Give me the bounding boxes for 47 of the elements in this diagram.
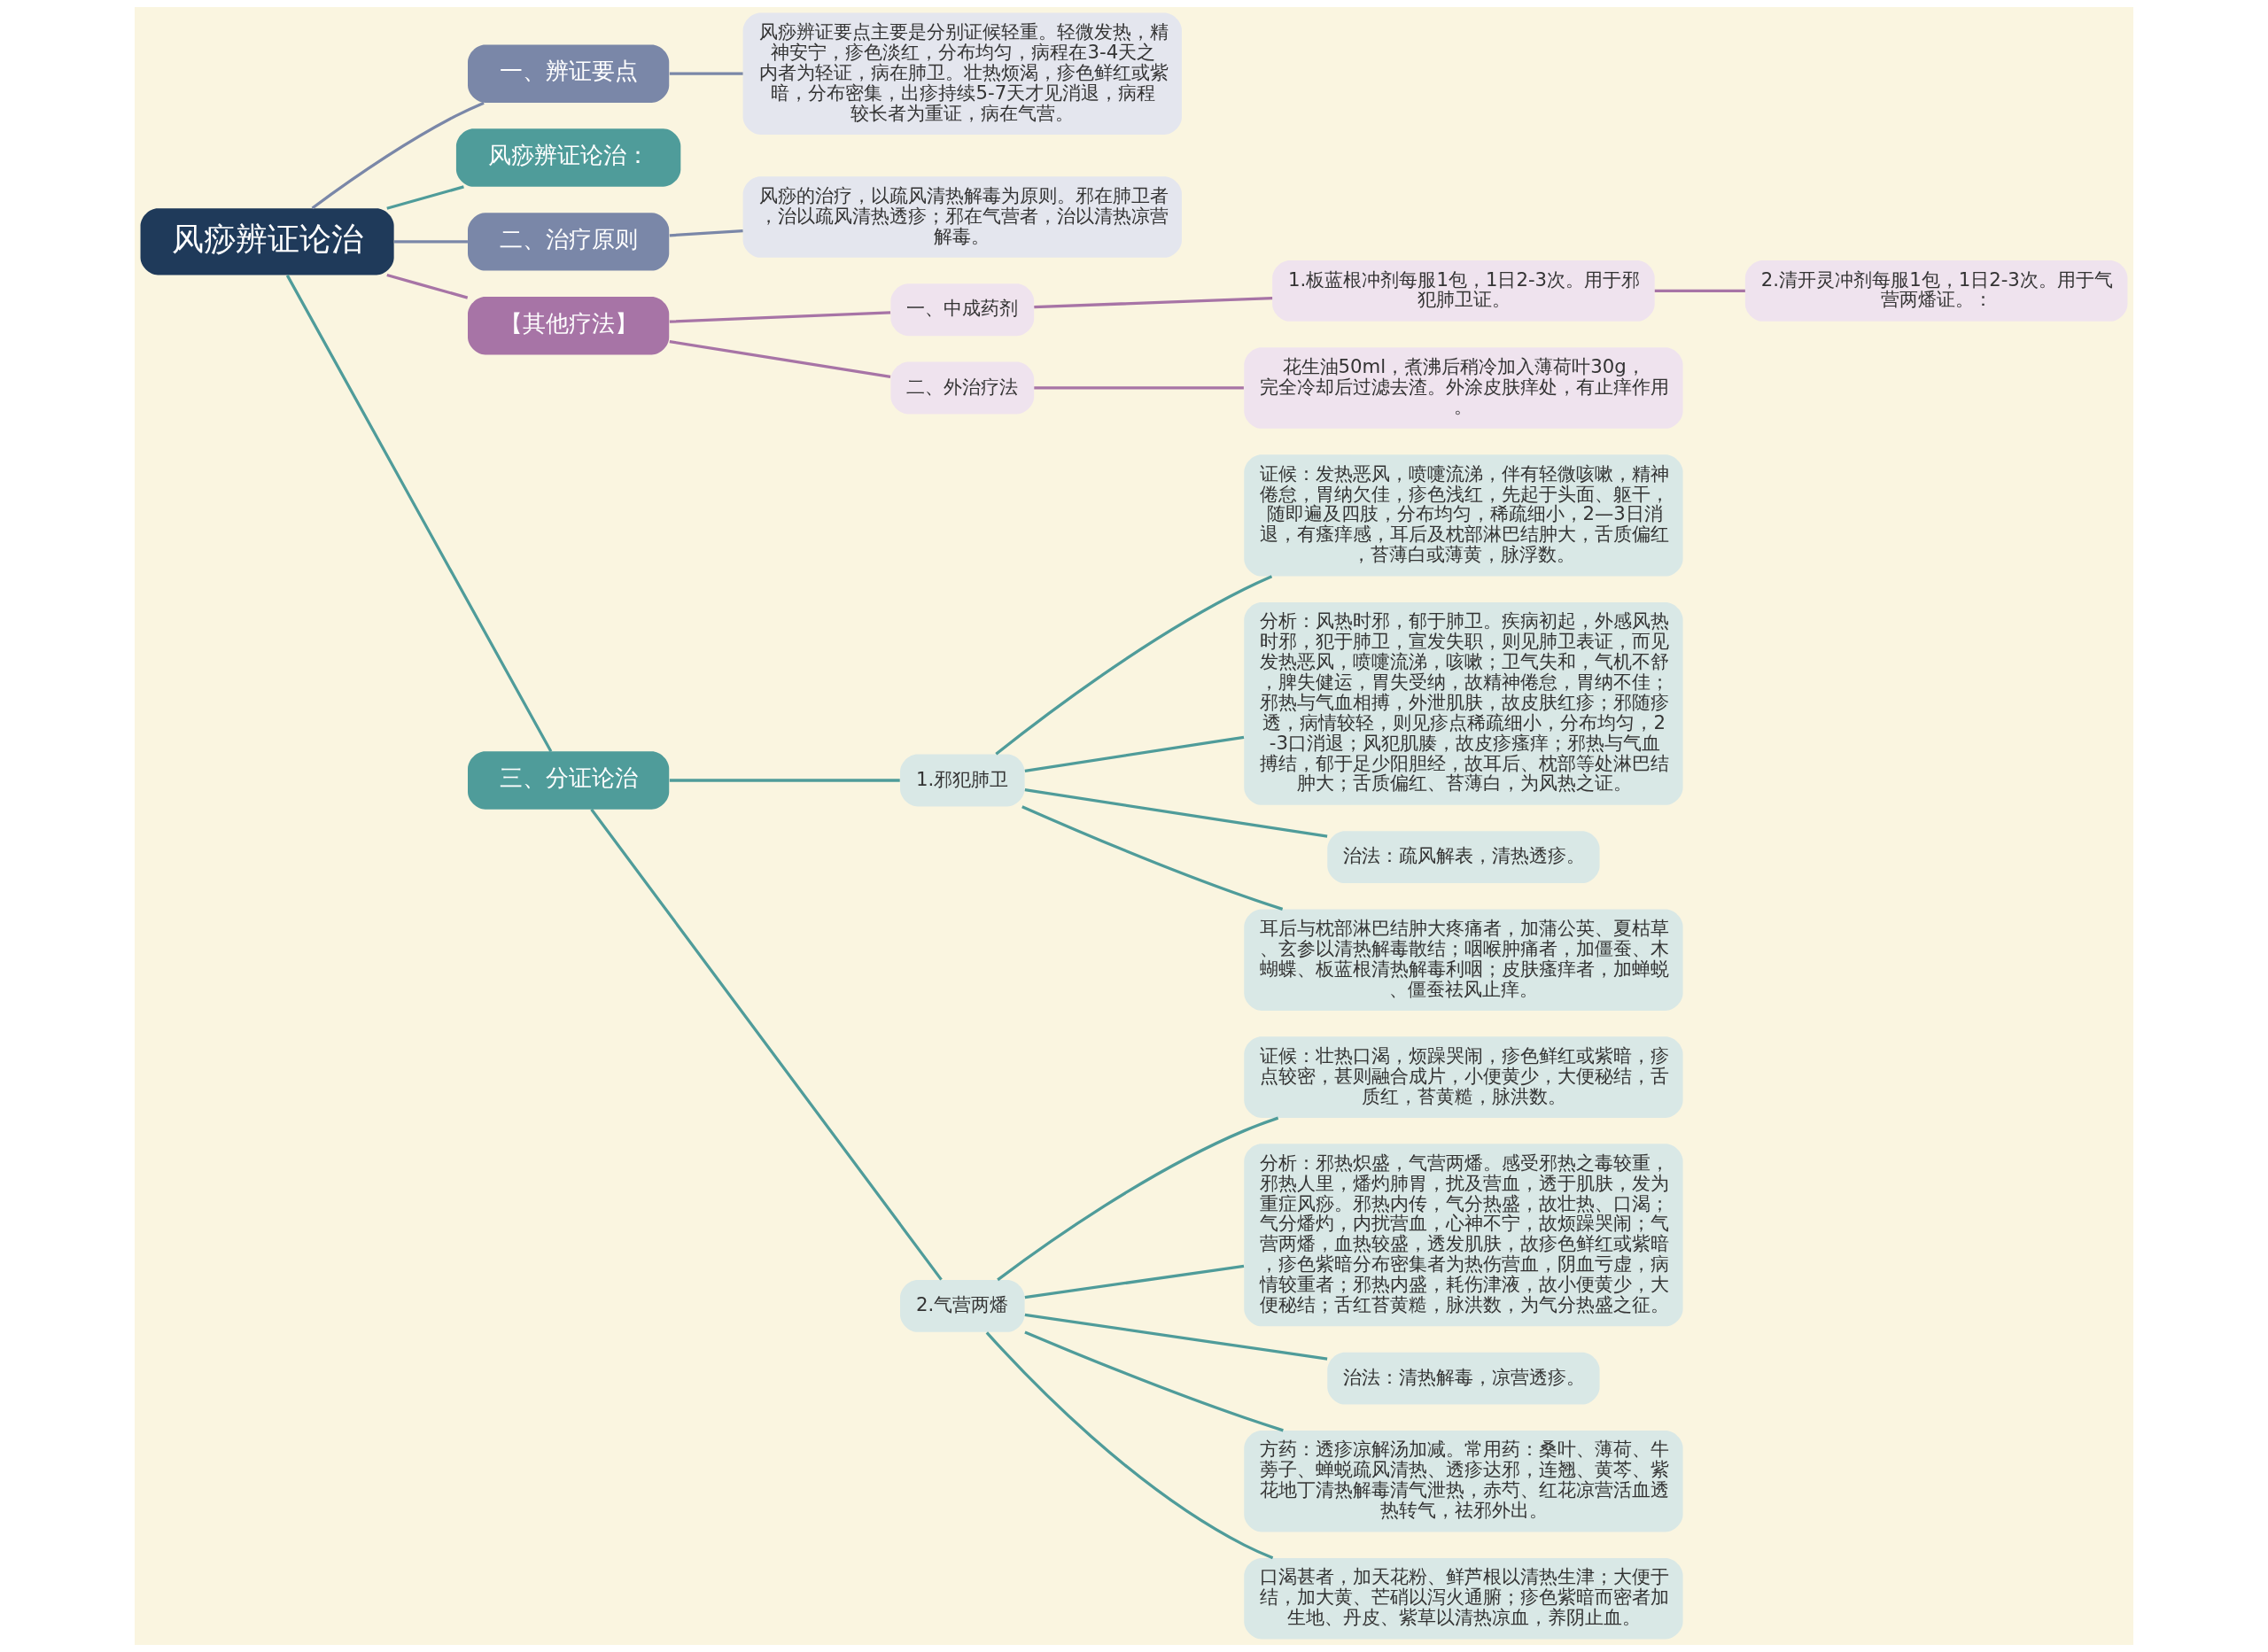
node-box: 分析：邪热炽盛，气营两燔。感受邪热之毒较重，邪热人里，燔灼肺胃，扰及营血，透于肌肤，发为重症风痧。邪热内传，气分热盛，故壮热、口渴；气分燔灼，内扰营血，心神不宁，故烦躁哭闹；气营两燔，血热较盛，透发肌肤，故疹色鲜红或紫暗，疹色紫暗分布密集者为热伤营血，阴血亏虚，病情较重者；邪热内盛，耗伤津液，故小便黄少，大便秘结；舌红苔黄糙，脉洪数，为气分热盛之征。: [1244, 1144, 1683, 1327]
node-box: 耳后与枕部淋巴结肿大疼痛者，加蒲公英、夏枯草、玄参以清热解毒散结；咽喉肿痛者，加僵蚕、木蝴蝶、板蓝根清热解毒利咽；皮肤瘙痒者，加蝉蜕、僵蚕祛风止痒。: [1244, 909, 1683, 1011]
node-box: 1.板蓝根冲剂每服1包，1日2-3次。用于邪犯肺卫证。: [1272, 260, 1655, 322]
connector: [1024, 735, 1245, 772]
node-box: 二、外治疗法: [890, 361, 1035, 415]
node-box: 二、治疗原则: [468, 213, 670, 271]
node-box: 一、辨证要点: [468, 44, 670, 103]
node-box: 风痧辨证论治: [140, 208, 394, 275]
connector: [1021, 805, 1284, 911]
node-box: 风痧辨证要点主要是分别证候轻重。轻微发热，精神安宁，疹色淡红，分布均匀，病程在3-4天之内者为轻证，病在肺卫。壮热烦渴，疹色鲜红或紫暗，分布密集，出疹持续5-7天才见消退，病程较长者为重证，病在气营。: [742, 12, 1182, 135]
node-box: 口渴甚者，加天花粉、鲜芦根以清热生津；大便于结，加大黄、芒硝以泻火通腑；疹色紫暗而密者加生地、丹皮、紫草以清热凉血，养阴止血。: [1244, 1557, 1683, 1640]
connector: [394, 240, 468, 244]
node-box: 一、中成药剂: [890, 283, 1035, 337]
connector: [1024, 1313, 1328, 1361]
node-box: 证候：发热恶风，喷嚏流涕，伴有轻微咳嗽，精神倦怠，胃纳欠佳，疹色浅红，先起于头面、躯干，随即遍及四肢，分布均匀，稀疏细小，2—3日消退，有瘙痒感，耳后及枕部淋巴结肿大，舌质偏红，苔薄白或薄黄，脉浮数。: [1244, 454, 1683, 577]
connector: [1034, 296, 1273, 309]
node-box: 风痧的治疗，以疏风清热解毒为原则。邪在肺卫者，治以疏风清热透疹；邪在气营者，治以清热凉营解毒。: [742, 176, 1182, 258]
node-box: 分析：风热时邪，郁于肺卫。疾病初起，外感风热时邪，犯于肺卫，宣发失职，则见肺卫表证，而见发热恶风，喷嚏流涕，咳嗽；卫气失和，气机不舒，脾失健运，胃失受纳，故精神倦怠，胃纳不佳；邪热与气血相搏，外泄肌肤，故皮肤红疹；邪随疹透，病情较轻，则见疹点稀疏细小，分布均匀，2-3口消退；风犯肌腠，故皮疹瘙痒；邪热与气血搏结，郁于足少阳胆经，故耳后、枕部等处淋巴结肿大；舌质偏红、苔薄白，为风热之证。: [1244, 601, 1683, 805]
node-box: 2.气营两燔: [900, 1280, 1025, 1332]
node-box: 1.邪犯肺卫: [900, 754, 1025, 807]
connector: [669, 340, 891, 378]
connector: [995, 575, 1273, 756]
node-box: 治法：疏风解表，清热透疹。: [1327, 831, 1600, 884]
connector: [1024, 788, 1328, 838]
node-box: 风痧辨证论治：: [455, 128, 681, 187]
connector: [669, 311, 891, 323]
connector: [997, 1116, 1279, 1282]
connector: [590, 808, 943, 1281]
node-box: 三、分证论治: [468, 751, 670, 810]
connector: [669, 229, 743, 237]
connector: [386, 273, 469, 299]
connector: [669, 72, 743, 75]
connector: [669, 779, 900, 782]
node-box: 2.清开灵冲剂每服1包，1日2-3次。用于气营两燔证。：: [1744, 260, 2128, 322]
node-box: 方药：透疹凉解汤加减。常用药：桑叶、薄荷、牛蒡子、蝉蜕疏风清热、透疹达邪，连翘、黄芩、紫花地丁清热解毒清气泄热，赤芍、红花凉营活血透热转气，祛邪外出。: [1244, 1431, 1683, 1532]
connector: [1034, 386, 1244, 390]
connector: [311, 101, 485, 210]
connector: [985, 1331, 1274, 1560]
connector: [285, 275, 553, 753]
node-box: 【其他疗法】: [468, 297, 670, 355]
node-box: 治法：清热解毒，凉营透疹。: [1327, 1352, 1600, 1405]
node-box: 证候：壮热口渴，烦躁哭闹，疹色鲜红或紫暗，疹点较密，甚则融合成片，小便黄少，大便秘结，舌质红，苔黄糙，脉洪数。: [1244, 1036, 1683, 1118]
connector: [1024, 1264, 1245, 1299]
connector: [386, 185, 464, 210]
node-box: 花生油50ml，煮沸后稍冷加入薄荷叶30g，完全冷却后过滤去渣。外涂皮肤痒处，有止痒作用。: [1244, 347, 1683, 429]
connector: [1024, 1330, 1284, 1432]
connector: [1654, 289, 1745, 293]
